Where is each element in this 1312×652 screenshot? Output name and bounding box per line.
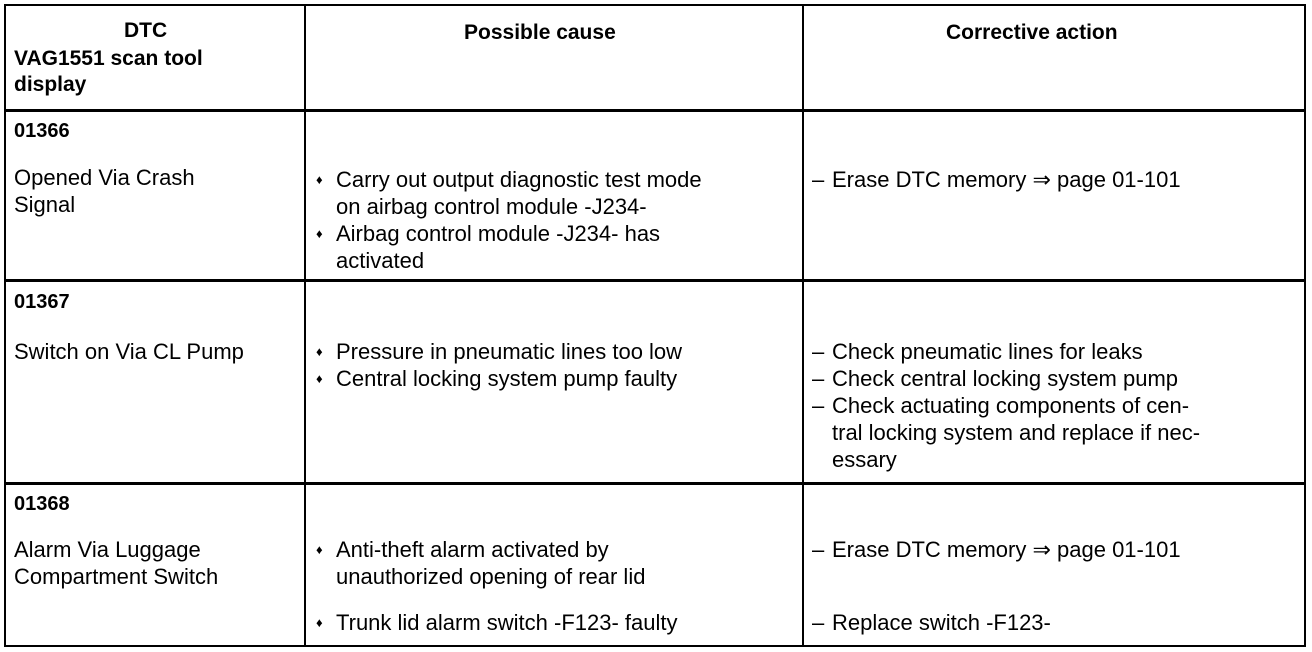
header-possible-cause: Possible cause — [464, 21, 616, 44]
dtc-code: 01367 — [14, 291, 70, 313]
row-divider — [6, 482, 1304, 485]
cause-text: activated — [336, 248, 425, 273]
dtc-display-text: Alarm Via Luggage — [14, 537, 201, 562]
dtc-display-text: Opened Via Crash — [14, 165, 195, 190]
action-text: essary — [832, 447, 897, 472]
action-text: Check central locking system pump — [832, 366, 1179, 391]
dtc-table: DTC VAG1551 scan tool display Possible c… — [4, 4, 1306, 647]
dash-icon: – — [812, 537, 825, 562]
cause-text: on airbag control module -J234- — [336, 194, 647, 219]
bullet-icon: ♦ — [316, 371, 323, 386]
column-divider — [802, 6, 804, 645]
action-text: Replace switch -F123- — [832, 610, 1051, 635]
dtc-display-text: Switch on Via CL Pump — [14, 339, 244, 364]
cause-text: Pressure in pneumatic lines too low — [336, 339, 683, 364]
bullet-icon: ♦ — [316, 172, 323, 187]
action-text: Check actuating components of cen- — [832, 393, 1190, 418]
bullet-icon: ♦ — [316, 542, 323, 557]
header-dtc: DTC — [124, 19, 168, 42]
bullet-icon: ♦ — [316, 344, 323, 359]
dash-icon: – — [812, 167, 825, 192]
bullet-icon: ♦ — [316, 615, 323, 630]
header-dtc: display — [14, 73, 87, 96]
bullet-icon: ♦ — [316, 226, 323, 241]
row-divider — [6, 279, 1304, 282]
dash-icon: – — [812, 366, 825, 391]
header-corrective-action: Corrective action — [946, 21, 1118, 44]
dash-icon: – — [812, 393, 825, 418]
action-text: Erase DTC memory ⇒ page 01-101 — [832, 167, 1181, 192]
header-dtc: VAG1551 scan tool — [14, 47, 203, 70]
cause-text: Airbag control module -J234- has — [336, 221, 661, 246]
action-text: Check pneumatic lines for leaks — [832, 339, 1143, 364]
dash-icon: – — [812, 610, 825, 635]
action-text: tral locking system and replace if nec- — [832, 420, 1201, 445]
dtc-code: 01366 — [14, 120, 70, 142]
cause-text: Central locking system pump faulty — [336, 366, 678, 391]
dtc-display-text: Compartment Switch — [14, 564, 219, 589]
cause-text: Carry out output diagnostic test mode — [336, 167, 702, 192]
cause-text: Trunk lid alarm switch -F123- faulty — [336, 610, 678, 635]
cause-text: Anti-theft alarm activated by — [336, 537, 609, 562]
dtc-display-text: Signal — [14, 192, 76, 217]
column-divider — [304, 6, 306, 645]
action-text: Erase DTC memory ⇒ page 01-101 — [832, 537, 1181, 562]
dtc-code: 01368 — [14, 493, 70, 515]
header-row-divider — [6, 109, 1304, 112]
dash-icon: – — [812, 339, 825, 364]
cause-text: unauthorized opening of rear lid — [336, 564, 646, 589]
